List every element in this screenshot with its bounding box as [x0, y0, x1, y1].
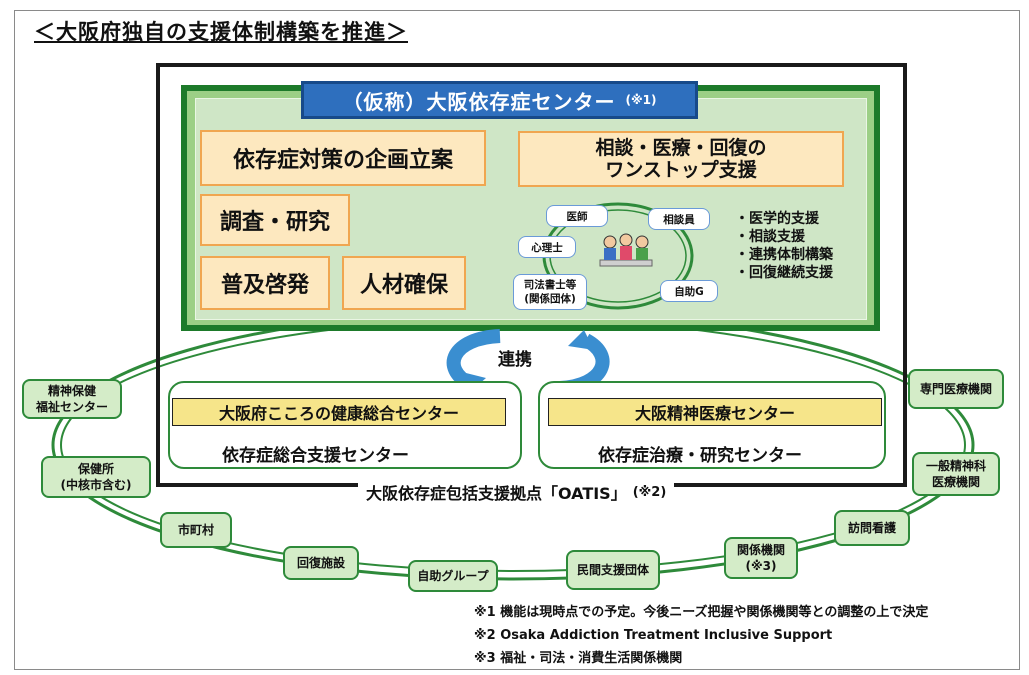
team-people-illustration [599, 233, 653, 267]
node-municipality: 市町村 [160, 512, 232, 548]
right-center-title-box: 大阪精神医療センター [548, 398, 882, 426]
node-recovery-facility: 回復施設 [283, 546, 359, 580]
footnote-3: ※3 福祉・司法・消費生活関係機関 [474, 651, 683, 666]
right-center-title: 大阪精神医療センター [634, 404, 795, 423]
node-line: 専門医療機関 [919, 382, 992, 396]
awareness-box: 普及啓発 [200, 256, 330, 310]
right-center-subtitle: 依存症治療・研究センター [598, 446, 802, 466]
support-item: ・回復継続支援 [735, 265, 833, 281]
role-selfhelp-label: 自助G [674, 285, 704, 298]
node-line: 自助グループ [417, 569, 489, 583]
footnote-1: ※1 機能は現時点での予定。今後ニーズ把握や関係機関等との調整の上で決定 [474, 605, 929, 620]
footnotes: ※1 機能は現時点での予定。今後ニーズ把握や関係機関等との調整の上で決定 ※2 … [474, 601, 928, 670]
node-line: 医療機関 [931, 475, 980, 489]
role-doctor: 医師 [546, 205, 608, 227]
onestop-line1: 相談・医療・回復の [595, 137, 767, 159]
support-item: ・相談支援 [735, 229, 805, 245]
footnote-2: ※2 Osaka Addiction Treatment Inclusive S… [474, 628, 833, 643]
node-line: (中核市含む) [60, 478, 132, 492]
cooperation-arrowhead-right [568, 330, 594, 350]
oatis-note: (※2) [632, 484, 667, 500]
node-line: 関係機関 [736, 543, 785, 557]
cooperation-arrow-left [446, 329, 501, 391]
research-label: 調査・研究 [219, 210, 330, 235]
node-home-nursing: 訪問看護 [834, 510, 910, 546]
onestop-box: 相談・医療・回復の ワンストップ支援 [518, 131, 844, 187]
role-scrivener: 司法書士等 (関係団体) [513, 274, 587, 310]
role-counselor-label: 相談員 [663, 213, 695, 226]
cooperation-label: 連携 [498, 350, 532, 370]
awareness-label: 普及啓発 [220, 273, 309, 298]
planning-box: 依存症対策の企画立案 [200, 130, 486, 186]
left-center-title: 大阪府こころの健康総合センター [218, 404, 459, 423]
node-line: 精神保健 [47, 384, 96, 398]
node-related-orgs: 関係機関 (※3) [724, 537, 798, 579]
onestop-line2: ワンストップ支援 [605, 159, 757, 181]
planning-label: 依存症対策の企画立案 [232, 148, 453, 173]
research-box: 調査・研究 [200, 194, 350, 246]
node-line: (※3) [745, 559, 777, 573]
oatis-label: 大阪依存症包括支援拠点「OATIS」 [366, 484, 627, 503]
role-psychologist-label: 心理士 [531, 241, 563, 254]
role-scrivener-line2: (関係団体) [524, 293, 576, 305]
role-scrivener-line1: 司法書士等 [523, 279, 577, 291]
left-center-subtitle: 依存症総合支援センター [222, 446, 409, 466]
node-line: 回復施設 [296, 556, 345, 570]
left-center-title-box: 大阪府こころの健康総合センター [172, 398, 506, 426]
role-psychologist: 心理士 [518, 236, 576, 258]
oatis-label-box: 大阪依存症包括支援拠点「OATIS」 (※2) [358, 480, 675, 504]
role-selfhelp: 自助G [660, 280, 718, 302]
node-private-support: 民間支援団体 [566, 550, 660, 590]
support-item: ・連携体制構築 [735, 247, 833, 263]
node-line: 福祉センター [35, 400, 108, 414]
node-line: 市町村 [177, 523, 214, 537]
node-psychiatric-clinic: 一般精神科 医療機関 [912, 452, 1000, 496]
support-list: ・医学的支援 ・相談支援 ・連携体制構築 ・回復継続支援 [735, 210, 833, 282]
node-selfhelp-group: 自助グループ [408, 560, 498, 592]
node-line: 一般精神科 [925, 459, 986, 473]
node-health-center: 保健所 (中核市含む) [41, 456, 151, 498]
role-doctor-label: 医師 [566, 210, 588, 223]
page-heading: ＜大阪府独自の支援体制構築を推進＞ [34, 20, 408, 44]
hr-label: 人材確保 [359, 273, 448, 298]
node-specialized-medical: 専門医療機関 [908, 369, 1004, 409]
center-title-box: （仮称）大阪依存症センター (※1) [301, 81, 698, 119]
support-item: ・医学的支援 [735, 211, 819, 227]
role-counselor: 相談員 [648, 208, 710, 230]
node-line: 民間支援団体 [576, 563, 649, 577]
center-title: （仮称）大阪依存症センター [342, 89, 616, 114]
node-line: 訪問看護 [847, 521, 896, 535]
center-title-note: (※1) [625, 93, 657, 107]
node-line: 保健所 [77, 462, 114, 476]
hr-box: 人材確保 [342, 256, 466, 310]
node-mental-health-center: 精神保健 福祉センター [22, 379, 122, 419]
